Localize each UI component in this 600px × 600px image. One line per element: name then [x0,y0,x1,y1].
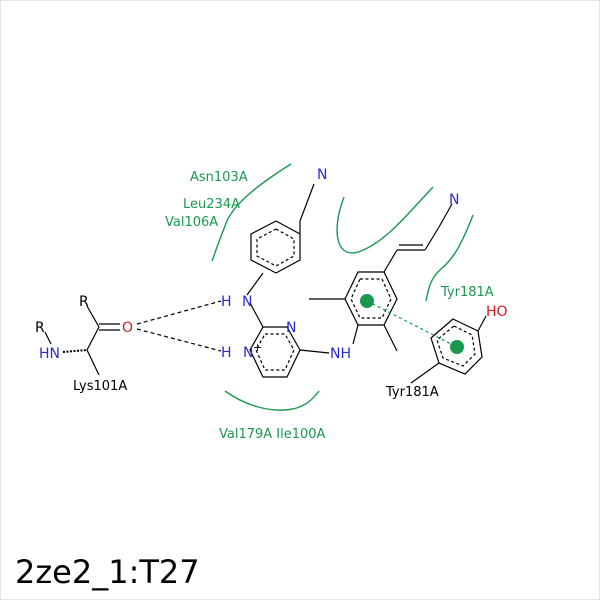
contact-arcs [211,163,474,411]
arc-asn103-leu234 [211,163,292,262]
bonds [44,183,487,384]
atom-carbonyl-o: O [122,320,133,336]
hbond-lower [136,328,222,352]
bond-alpha-side [86,349,100,376]
residue-leu234: Leu234A [183,197,240,212]
diagram-title: 2ze2_1:T27 [15,553,200,591]
atom-n-upper: N [242,294,252,310]
bond-vinyl-3 [424,226,440,251]
hbond-upper [136,300,222,325]
bond-r-left [44,331,52,345]
bond-tyr-chain [410,362,440,384]
ring-centroid-tyrosine [450,340,464,354]
atom-h-upper: H [221,294,232,310]
residue-asn103: Asn103A [190,170,248,185]
ring-centroid-ligand [360,294,374,308]
hydrogen-bonds [136,300,222,352]
pi-stack-line [366,300,458,348]
bond-r-top [86,305,100,328]
bond-ring-to-nh-upper [246,272,264,296]
bond-vinyl-1 [383,249,398,273]
atom-labels: N N N H N H + N NH O R R HN HO [35,167,508,362]
atom-charge-plus: + [253,341,262,354]
atom-hn: HN [39,346,60,362]
arc-val179-ile100 [224,390,320,411]
atom-n-nitrile-right: N [449,192,459,208]
residue-lys101: Lys101A [73,379,127,394]
residue-labels: Asn103A Leu234A Val106A Tyr181A Tyr181A … [73,170,494,442]
bond-alpha-hn [62,349,88,353]
arc-tyr181 [425,214,474,302]
pi-stacking [360,294,464,354]
bond-nh-upper-ring [249,302,264,328]
atom-r-left: R [35,320,45,336]
atom-r-top: R [79,294,89,310]
ring-benzonitrile-aromatic [256,228,295,267]
atom-nh-right: NH [330,346,351,362]
bond-carbonyl-alpha [86,326,100,351]
atom-n-nitrile-top: N [317,167,327,183]
atom-n-lower: N [243,345,253,361]
ring-pyrimidine [249,326,301,378]
ring-tyrosine-aromatic [436,325,476,367]
ring-mesityl-aromatic [350,278,392,319]
atom-ho: HO [486,304,508,320]
residue-tyr181-ring: Tyr181A [385,385,439,400]
residue-val106: Val106A [165,215,218,230]
bond-methyl-lower [383,324,398,352]
bond-cn-top [299,183,315,222]
arc-upper-middle [336,186,434,254]
residue-val179-ile100: Val179A Ile100A [219,427,326,442]
bond-pyr-nh-right [299,349,330,354]
atom-h-lower: H [221,345,232,361]
bond-nh-right-ring [352,324,359,345]
bond-cn-right [438,203,453,228]
bond-tyr-oh [477,315,487,332]
atom-n-pyrimidine: N [286,320,296,336]
residue-tyr181-arc: Tyr181A [440,285,494,300]
